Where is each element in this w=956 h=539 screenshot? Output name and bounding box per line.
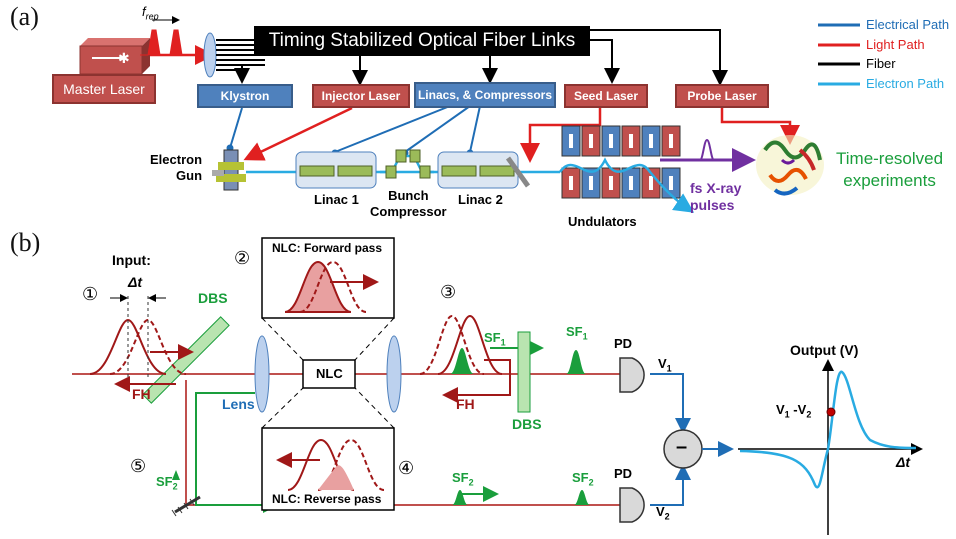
v2-wire (650, 464, 691, 506)
dbs-left-label: DBS (198, 290, 228, 306)
coupler-lens (203, 32, 217, 78)
fh-left-label: FH (132, 386, 151, 402)
probe-laser-box: Probe Laser (675, 84, 769, 108)
v2-label: V2 (656, 504, 670, 522)
pd2-label: PD (614, 466, 633, 481)
input-label: Input: (112, 252, 151, 268)
marker-4: ④ (398, 458, 415, 478)
undulator-magnet-pole (649, 134, 653, 148)
master-laser-label: Master Laser (52, 74, 156, 104)
fh-right-label: FH (456, 396, 475, 412)
input-dt-label: Δt (128, 274, 143, 290)
bunch-compressor-label: Bunch Compressor (370, 188, 447, 219)
injector-laser-box: Injector Laser (312, 84, 410, 108)
legend-electrical: Electrical Path (866, 17, 950, 32)
sf2-label-left: SF2 (156, 474, 178, 492)
reverse-overlap-fill (318, 465, 354, 490)
forward-pass-label: NLC: Forward pass (272, 241, 383, 255)
marker-3: ③ (440, 282, 457, 302)
linac1-label: Linac 1 (314, 192, 359, 207)
electrical-paths (229, 105, 481, 153)
protein-sample (756, 135, 824, 196)
probe-light-path (720, 108, 800, 145)
frep-label: frep (142, 4, 159, 22)
linac-1 (295, 151, 377, 189)
legend-fiber: Fiber (866, 56, 896, 71)
v1-label: V1 (658, 356, 672, 374)
sf2-marker (172, 470, 180, 480)
undulator-magnet-pole (569, 134, 573, 148)
undulator-magnet-pole (609, 176, 613, 190)
seed-light-path (520, 108, 602, 163)
legend-electron: Electron Path (866, 76, 945, 91)
nlc-crystal (302, 359, 356, 389)
marker-5: ⑤ (130, 456, 147, 476)
output-label: Output (V) (790, 342, 859, 358)
undulator-magnet-pole (629, 176, 633, 190)
electron-gun (212, 149, 246, 191)
undulator-magnet-pole (569, 176, 573, 190)
output-plot (738, 359, 923, 535)
undulator-magnet-pole (629, 134, 633, 148)
sf1-pulse-3 (450, 348, 474, 374)
undulator-magnet-pole (589, 134, 593, 148)
marker-1: ① (82, 284, 99, 304)
panel-b-label: (b) (10, 228, 41, 257)
reverse-pass-box (261, 427, 395, 511)
v1-v2-label: V1 -V2 (776, 402, 812, 420)
pulse-train (140, 29, 183, 56)
linacs-compressors-box: Linacs, & Compressors (414, 82, 556, 108)
sf1-pulse-out (566, 350, 586, 374)
lens-label: Lens (222, 396, 255, 412)
panel-a-label: (a) (10, 2, 39, 31)
injector-light-path (243, 106, 353, 161)
operating-point (826, 407, 836, 417)
master-laser-block: ✱ (79, 38, 150, 75)
output-curve (739, 370, 917, 489)
undulator-magnet-pole (669, 134, 673, 148)
lens-right (386, 335, 402, 413)
sf2-path (195, 392, 279, 513)
linac-2 (437, 151, 519, 189)
bunch-compressor (380, 149, 434, 179)
klystron-box: Klystron (197, 84, 293, 108)
dbs-right-label: DBS (512, 416, 542, 432)
photodiode-1 (619, 357, 645, 393)
linac2-label: Linac 2 (458, 192, 503, 207)
sf2-pulse-out (574, 490, 590, 505)
sf1-label-out: SF1 (566, 324, 588, 342)
undulator-electron-path (558, 157, 695, 213)
sf2-label-mid: SF2 (452, 470, 474, 488)
undulator-magnet-pole (649, 176, 653, 190)
fh-return (442, 359, 511, 403)
dbs-right (517, 331, 531, 413)
electron-gun-label: Electron Gun (150, 152, 203, 183)
undulator-magnet-pole (609, 134, 613, 148)
zoom-lines (261, 317, 395, 429)
reverse-pass-label: NLC: Reverse pass (272, 492, 382, 506)
seed-laser-box: Seed Laser (564, 84, 648, 108)
fiber-links-bar: Timing Stabilized Optical Fiber Links (254, 26, 590, 56)
undulator-magnet-pole (589, 176, 593, 190)
minus-sign: – (676, 436, 688, 458)
time-resolved-label: Time-resolved experiments (836, 149, 944, 190)
marker-2: ② (234, 248, 251, 268)
lens-left (254, 335, 270, 413)
seed-mirror (505, 156, 531, 188)
undulators-label: Undulators (568, 214, 637, 229)
nlc-label: NLC (316, 366, 343, 381)
xray-pulses-label: fs X-ray pulses (690, 180, 742, 213)
pd1-label: PD (614, 336, 633, 351)
sf2-pulse-mid (452, 490, 468, 505)
legend-light: Light Path (866, 37, 925, 52)
photodiode-2 (619, 487, 645, 523)
output-dt-label: Δt (896, 454, 911, 470)
v1-wire (650, 373, 691, 434)
sf2-label-out: SF2 (572, 470, 594, 488)
sf1-label-3: SF1 (484, 330, 506, 348)
svg-text:✱: ✱ (118, 50, 130, 66)
undulator-magnet-pole (669, 176, 673, 190)
